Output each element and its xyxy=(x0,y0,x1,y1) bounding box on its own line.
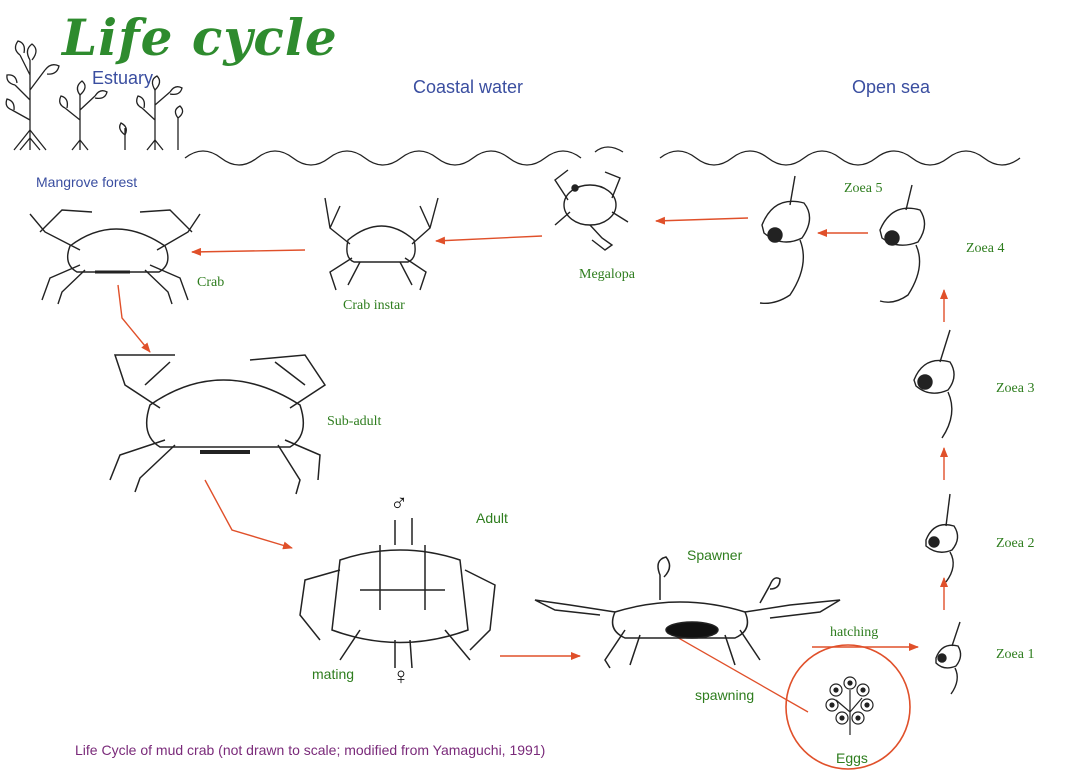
label-spawning: spawning xyxy=(695,687,754,703)
label-zoea3: Zoea 3 xyxy=(996,381,1034,397)
arrow-instar-to-crab xyxy=(192,250,305,252)
water-surface-wave xyxy=(185,147,1020,165)
label-mating: mating xyxy=(312,666,354,682)
label-adult: Adult xyxy=(476,510,508,526)
zoea2-illustration xyxy=(926,494,958,582)
zone-mangrove-forest: Mangrove forest xyxy=(36,174,137,190)
label-zoea2: Zoea 2 xyxy=(996,536,1034,552)
eggs-cluster xyxy=(826,677,873,735)
label-spawner: Spawner xyxy=(687,547,742,563)
label-hatching: hatching xyxy=(830,625,878,641)
arrow-megalopa-to-instar xyxy=(436,236,542,241)
label-crab-instar: Crab instar xyxy=(343,298,405,314)
zoea1-illustration xyxy=(936,622,961,694)
arrow-crab-to-subadult xyxy=(118,285,150,352)
zone-estuary: Estuary xyxy=(92,68,153,89)
label-eggs: Eggs xyxy=(836,750,868,766)
crab-illustration xyxy=(30,210,200,304)
label-crab: Crab xyxy=(197,275,224,291)
zoea3-illustration xyxy=(914,330,954,438)
figure-caption: Life Cycle of mud crab (not drawn to sca… xyxy=(75,742,545,758)
label-megalopa: Megalopa xyxy=(579,267,635,283)
sub-adult-illustration xyxy=(110,355,325,494)
male-symbol: ♂ xyxy=(390,490,408,518)
label-sub-adult: Sub-adult xyxy=(327,414,381,430)
zone-open-sea: Open sea xyxy=(852,77,930,98)
crab-instar-illustration xyxy=(325,198,438,290)
label-zoea5: Zoea 5 xyxy=(844,181,882,197)
female-symbol: ♀ xyxy=(392,663,410,691)
diagram-title: Life cycle xyxy=(62,8,338,67)
arrow-subadult-to-adult xyxy=(205,480,292,548)
megalopa-illustration xyxy=(555,170,628,250)
spawner-illustration xyxy=(535,557,840,668)
zoea5-illustration xyxy=(760,176,810,303)
arrow-zoea5-to-megalopa xyxy=(656,218,748,221)
zoea4-illustration xyxy=(880,185,925,302)
mating-adults-illustration xyxy=(300,518,495,668)
label-zoea4: Zoea 4 xyxy=(966,241,1004,257)
zone-coastal-water: Coastal water xyxy=(413,77,523,98)
label-zoea1: Zoea 1 xyxy=(996,647,1034,663)
